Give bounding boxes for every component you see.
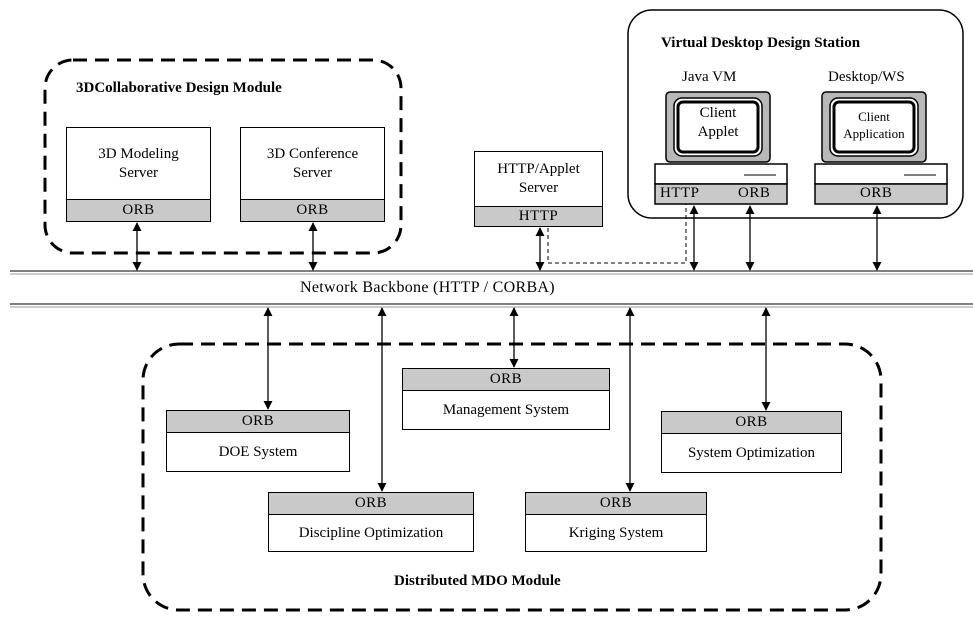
conference-server-orb: ORB xyxy=(241,199,384,221)
system-optimization-label: System Optimization xyxy=(687,444,816,461)
desktop-ws-label: Desktop/WS xyxy=(828,69,905,85)
kriging-system-box: ORB Kriging System xyxy=(525,492,707,552)
management-system-label: Management System xyxy=(442,401,570,418)
doe-system-box: ORB DOE System xyxy=(166,410,350,472)
system-optimization-orb: ORB xyxy=(662,412,841,434)
doe-system-label: DOE System xyxy=(218,443,298,460)
kriging-system-orb: ORB xyxy=(526,493,706,515)
discipline-optimization-orb: ORB xyxy=(269,493,473,515)
kriging-system-label: Kriging System xyxy=(568,524,664,541)
mdo-module-title: Distributed MDO Module xyxy=(394,573,561,589)
management-system-orb: ORB xyxy=(403,369,609,391)
station-title: Virtual Desktop Design Station xyxy=(661,35,861,51)
java-vm-orb-band: ORB xyxy=(738,185,771,201)
system-optimization-box: ORB System Optimization xyxy=(661,411,842,473)
station-border xyxy=(627,9,964,219)
desktop-orb-band: ORB xyxy=(860,185,893,201)
modeling-server-orb: ORB xyxy=(67,199,210,221)
desktop-monitor xyxy=(814,91,948,205)
collab-module-title: 3DCollaborative Design Module xyxy=(76,80,282,96)
collab-module-border xyxy=(43,58,403,255)
doe-system-orb: ORB xyxy=(167,411,349,433)
http-applet-server-http: HTTP xyxy=(475,206,602,226)
management-system-box: ORB Management System xyxy=(402,368,610,430)
discipline-optimization-label: Discipline Optimization xyxy=(298,524,444,541)
java-vm-http-band: HTTP xyxy=(660,185,700,201)
discipline-optimization-box: ORB Discipline Optimization xyxy=(268,492,474,552)
java-vm-monitor xyxy=(654,91,788,205)
backbone-label: Network Backbone (HTTP / CORBA) xyxy=(300,279,555,296)
http-dashed-path xyxy=(547,195,690,264)
java-vm-label: Java VM xyxy=(682,69,737,85)
